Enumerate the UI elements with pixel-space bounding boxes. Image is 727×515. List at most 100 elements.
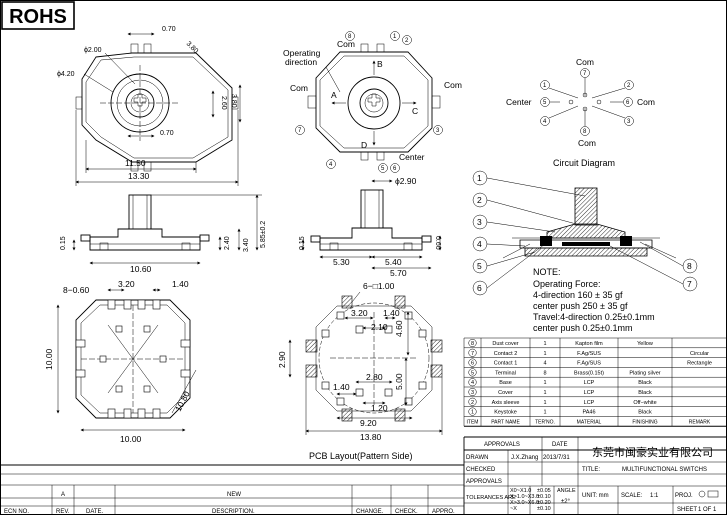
dim-3-40: 3.40 (243, 238, 250, 252)
dim-phi-2-00: ϕ2.00 (84, 47, 102, 54)
svg-text:1: 1 (543, 83, 547, 89)
bom-item-number: 6 (471, 361, 474, 367)
side-view-1: 0.15 10.60 2.40 3.40 5.85±0.2 (60, 194, 267, 274)
bom-item-circle (468, 387, 477, 397)
bom-part-name: Base (499, 380, 512, 386)
bom-header-material: MATERIAL (577, 419, 602, 425)
circuit-diagram-title: Circuit Diagram (553, 158, 615, 168)
svg-text:SHEET: SHEET (677, 507, 697, 513)
dim-0-70-mid: 0.70 (160, 130, 174, 137)
svg-text:DRAWN: DRAWN (466, 455, 488, 461)
svg-text:2013/7/31: 2013/7/31 (543, 455, 570, 461)
pcb-layout: 6−□1.00 3.20 1.40 2.10 4.60 2.90 2.80 5.… (277, 281, 443, 461)
operating-direction-line2: direction (285, 57, 317, 67)
dim-1-40-pcb: 1.40 (383, 308, 400, 318)
svg-text:Operating Force:: Operating Force: (533, 279, 601, 289)
bom-header-item: ITEM (467, 419, 479, 425)
svg-text:ECN NO.: ECN NO. (4, 509, 29, 515)
dim-13-80: 13.80 (360, 432, 382, 442)
bom-material: F.Ag/SUS (577, 351, 601, 357)
svg-text:8: 8 (583, 129, 587, 135)
svg-text:X0~X1.0: X0~X1.0 (510, 488, 531, 494)
bom-qty: 1 (543, 351, 546, 357)
bom-qty: 1 (543, 410, 546, 416)
title-block: APPROVALS DATE 东莞市闽豪实业有限公司 DRAWN J.X.Zha… (463, 436, 727, 515)
svg-text:7: 7 (687, 279, 692, 289)
dir-d: D (361, 140, 367, 150)
dim-3-80: 3.80 (230, 94, 237, 108)
bom-finishing: Black (638, 410, 652, 416)
svg-text:TITLE:: TITLE: (582, 467, 600, 473)
revision-block: ECN NO. REV. DATE. DESCRIPTION. CHANGE. … (0, 464, 464, 515)
bom-item-circle (468, 407, 477, 416)
dir-a: A (331, 90, 337, 100)
dim-2-90: 2.90 (277, 351, 287, 368)
com-left-label: Com (290, 83, 308, 93)
dim-4-60: 4.60 (394, 320, 404, 337)
bom-header-finishing: FINISHING (632, 419, 657, 425)
dim-5-70: 5.70 (390, 268, 407, 278)
dim-2-40: 2.40 (224, 236, 231, 250)
bom-material: Brass(0.15t) (574, 370, 604, 376)
svg-text:center push 0.25±0.1mm: center push 0.25±0.1mm (533, 323, 633, 333)
dim-0-60: 0.60 (434, 236, 441, 250)
dim-2-80: 2.80 (366, 372, 383, 382)
bom-part-name: Contact 2 (494, 351, 518, 357)
bom-material: LCP (584, 390, 595, 396)
rohs-text: ROHS (9, 6, 67, 28)
svg-text:NEW: NEW (227, 492, 241, 498)
bom-part-name: Cover (498, 390, 513, 396)
bom-finishing: Off−white (633, 400, 656, 406)
bom-material: LCP (584, 400, 595, 406)
bom-item-number: 3 (471, 390, 474, 396)
svg-text:6: 6 (626, 100, 630, 106)
bom-qty: 1 (543, 400, 546, 406)
bom-finishing: Plating silver (629, 370, 660, 376)
bom-material: F.Ag/SUS (577, 361, 601, 367)
com-right-label: Com (444, 80, 462, 90)
circuit-diagram: 7 Com 1 2 Center 5 6 Com 4 3 8 Com Circu… (506, 57, 655, 168)
svg-text:5: 5 (543, 100, 547, 106)
bom-item-number: 4 (471, 380, 474, 386)
dim-1-20: 1.20 (371, 403, 388, 413)
dir-c: C (412, 106, 418, 116)
svg-text:UNIT: mm: UNIT: mm (582, 493, 609, 499)
svg-text:A: A (61, 492, 65, 498)
svg-text:4: 4 (329, 162, 333, 168)
svg-text:3: 3 (627, 119, 631, 125)
svg-text:CHECK.: CHECK. (395, 509, 418, 515)
svg-text:PROJ.: PROJ. (675, 493, 693, 499)
top-view: 0.70 3.80 ϕ2.00 ϕ4.20 2.60 3.80 0.70 11.… (57, 26, 242, 186)
circuit-center: Center (506, 97, 532, 107)
dim-2-10: 2.10 (371, 322, 388, 332)
svg-text:±0.05: ±0.05 (537, 488, 551, 494)
svg-text:Travel:4-direction 0.25±0.1mm: Travel:4-direction 0.25±0.1mm (533, 312, 655, 322)
dim-5-00: 5.00 (394, 373, 404, 390)
svg-text:5: 5 (477, 261, 482, 271)
svg-text:3: 3 (436, 128, 440, 134)
bom-finishing: Black (638, 380, 652, 386)
svg-text:3: 3 (477, 217, 482, 227)
svg-text:~X: ~X (510, 506, 517, 512)
dim-3-20-pcb: 3.20 (351, 308, 368, 318)
dim-1-40-pcb-b: 1.40 (333, 382, 350, 392)
bom-item-circle (468, 397, 477, 406)
bom-item-number: 2 (471, 400, 474, 406)
bom-qty: 1 (543, 341, 546, 347)
bom-remark: Circular (690, 351, 709, 357)
note-block: NOTE: Operating Force: 4-direction 160 ±… (533, 267, 655, 333)
dim-3-20-bottom: 3.20 (118, 279, 135, 289)
circuit-com-bottom: Com (578, 138, 596, 148)
bom-material: PA46 (582, 410, 595, 416)
dim-5-30: 5.30 (333, 257, 350, 267)
svg-text:1 OF 1: 1 OF 1 (698, 507, 717, 513)
dim-phi-2-90: ϕ2.90 (395, 176, 417, 186)
dim-10-00-horizontal: 10.00 (120, 434, 142, 444)
circuit-com-top: Com (576, 57, 594, 67)
svg-text:X>1.0~X3.0: X>1.0~X3.0 (510, 494, 539, 500)
svg-text:SCALE:: SCALE: (621, 493, 643, 499)
svg-text:2: 2 (627, 83, 631, 89)
svg-text:8: 8 (687, 261, 692, 271)
